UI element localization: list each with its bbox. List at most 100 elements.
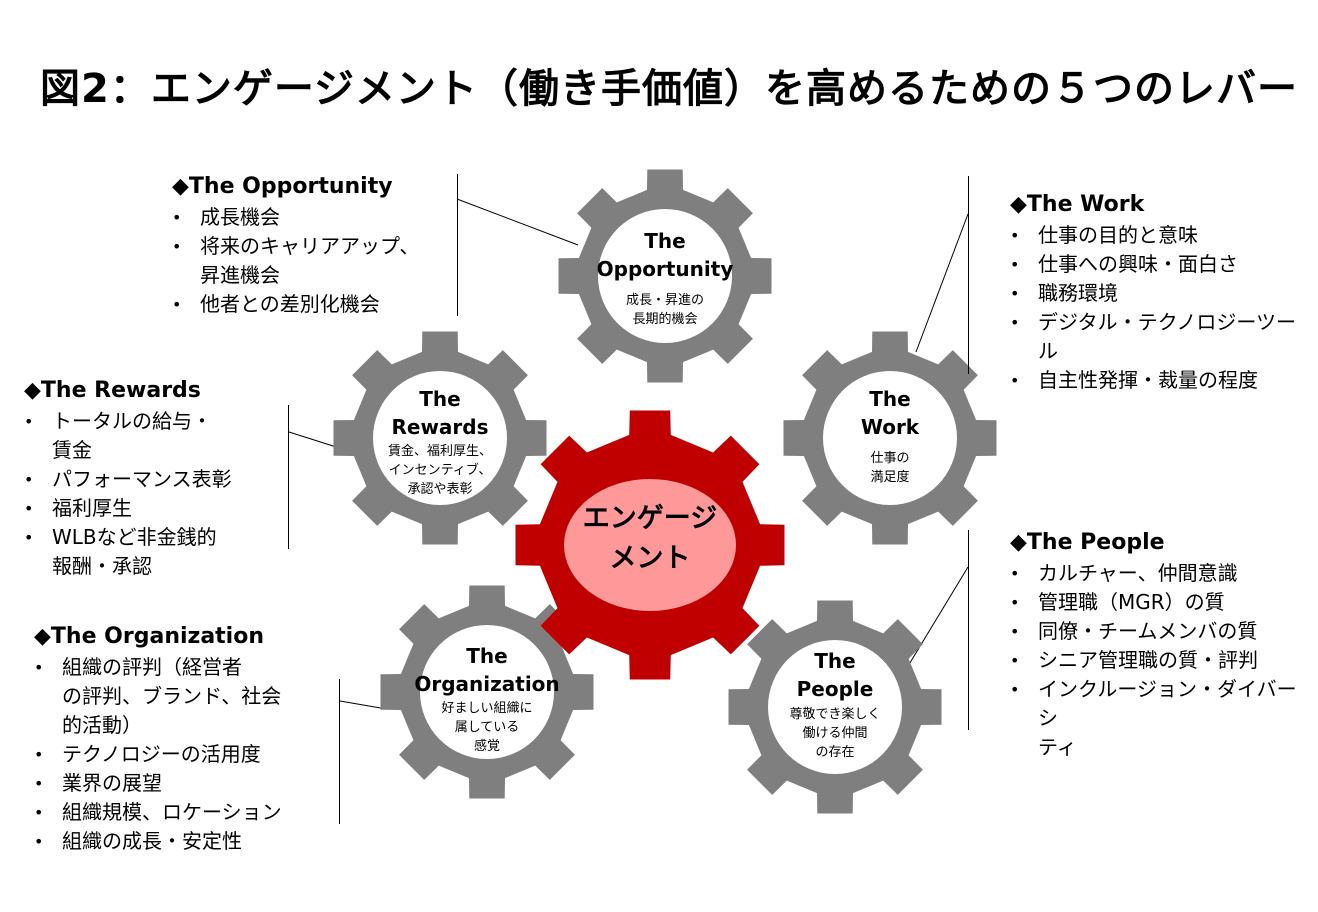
bullet-item: 管理職（MGR）の質 xyxy=(1010,588,1310,617)
connector-line xyxy=(901,566,969,677)
bullet-item: カルチャー、仲間意識 xyxy=(1010,559,1310,588)
center-label: エンゲージ xyxy=(583,503,717,534)
gear-subtitle: 賃金、福利厚生、 xyxy=(388,443,492,459)
bullet-text: シニア管理職の質・評判 xyxy=(1038,648,1258,672)
panel-list: トータルの給与・ 賃金パフォーマンス表彰福利厚生 WLBなど非金銭的 報酬・承認 xyxy=(24,407,284,581)
panel-list: 成長機会将来のキャリアアップ、 昇進機会他者との差別化機会 xyxy=(172,203,442,319)
bullet-text: 組織の評判（経営者 の評判、ブランド、社会 的活動） xyxy=(62,655,282,737)
gear-title: People xyxy=(797,677,874,701)
gear-subtitle: 好ましい組織に xyxy=(441,701,532,716)
panel-list: 組織の評判（経営者 の評判、ブランド、社会 的活動） テクノロジーの活用度業界の展… xyxy=(34,653,334,856)
gear-hole xyxy=(373,371,507,505)
panel-heading: ◆The Work xyxy=(1010,192,1145,217)
panel-work: ◆The Work 仕事の目的と意味仕事への興味・面白さ職務環境デジタル・テクノ… xyxy=(1010,192,1310,395)
gear-subtitle: 仕事の xyxy=(870,451,909,466)
bullet-item: 組織の評判（経営者 の評判、ブランド、社会 的活動） xyxy=(34,653,334,740)
bullet-item: 仕事への興味・面白さ xyxy=(1010,250,1310,279)
center-label: メント xyxy=(610,543,691,574)
bullet-item: インクルージョン・ダイバーシ ティ xyxy=(1010,675,1310,762)
gear-title: The xyxy=(814,649,855,673)
panel-organization: ◆The Organization 組織の評判（経営者 の評判、ブランド、社会 … xyxy=(34,624,334,856)
bullet-item: 成長機会 xyxy=(172,203,442,232)
connector-line xyxy=(456,198,579,246)
gear-subtitle: 属している xyxy=(455,720,520,735)
bullet-item: 自主性発揮・裁量の程度 xyxy=(1010,366,1310,395)
bracket-line-opportunity xyxy=(457,174,458,316)
bullet-text: デジタル・テクノロジーツール xyxy=(1038,310,1296,363)
bullet-item: 仕事の目的と意味 xyxy=(1010,221,1310,250)
bullet-item: シニア管理職の質・評判 xyxy=(1010,646,1310,675)
panel-list: 仕事の目的と意味仕事への興味・面白さ職務環境デジタル・テクノロジーツール自主性発… xyxy=(1010,221,1310,395)
bracket-line-organization xyxy=(339,679,340,824)
bullet-item: 福利厚生 xyxy=(24,494,284,523)
gear-subtitle: 満足度 xyxy=(870,469,909,485)
bullet-item: 他者との差別化機会 xyxy=(172,290,442,319)
panel-rewards: ◆The Rewards トータルの給与・ 賃金パフォーマンス表彰福利厚生 WLB… xyxy=(24,378,284,581)
gear-center xyxy=(515,410,785,680)
gear-subtitle: インセンティブ、 xyxy=(389,462,492,478)
gear-title: The xyxy=(644,229,685,253)
bullet-text: WLBなど非金銭的 報酬・承認 xyxy=(52,525,217,578)
page-title: 図2：エンゲージメント（働き手価値）を高めるための５つのレバー xyxy=(40,66,1299,112)
gear-subtitle: 感覚 xyxy=(474,738,500,754)
gear-subtitle: の存在 xyxy=(815,745,854,760)
gear-subtitle: 働ける仲間 xyxy=(802,726,867,741)
gear-title: Opportunity xyxy=(597,257,734,281)
gear-title: The xyxy=(419,387,460,411)
bullet-item: 組織の成長・安定性 xyxy=(34,827,334,856)
bullet-text: インクルージョン・ダイバーシ ティ xyxy=(1038,677,1297,759)
gear-title: Organization xyxy=(414,672,559,696)
bullet-text: テクノロジーの活用度 xyxy=(62,742,261,766)
center-gear-hole xyxy=(564,479,736,611)
bullet-text: 福利厚生 xyxy=(52,496,132,520)
gear-subtitle: 成長・昇進の xyxy=(626,293,704,308)
bullet-item: デジタル・テクノロジーツール xyxy=(1010,308,1310,366)
bullet-text: カルチャー、仲間意識 xyxy=(1038,561,1238,585)
bullet-item: トータルの給与・ 賃金 xyxy=(24,407,284,465)
gear-subtitle: 尊敬でき楽しく xyxy=(789,706,880,722)
bullet-text: 他者との差別化機会 xyxy=(200,292,380,316)
bracket-line-work xyxy=(968,176,969,374)
bullet-text: 仕事の目的と意味 xyxy=(1038,223,1198,247)
bullet-text: トータルの給与・ 賃金 xyxy=(52,409,212,462)
bullet-item: パフォーマンス表彰 xyxy=(24,465,284,494)
bullet-text: 組織規模、ロケーション xyxy=(62,800,282,824)
panel-list: カルチャー、仲間意識管理職（MGR）の質同僚・チームメンバの質シニア管理職の質・… xyxy=(1010,559,1310,762)
bullet-text: 仕事への興味・面白さ xyxy=(1038,252,1238,276)
bullet-item: WLBなど非金銭的 報酬・承認 xyxy=(24,523,284,581)
gear-subtitle: 承認や表彰 xyxy=(407,481,472,497)
bullet-item: 将来のキャリアアップ、 昇進機会 xyxy=(172,232,442,290)
connector-line xyxy=(339,700,387,710)
gear-opportunity xyxy=(558,169,772,383)
gear-title: Work xyxy=(861,415,920,439)
panel-heading: ◆The People xyxy=(1010,530,1165,555)
gear-hole xyxy=(598,209,732,343)
bullet-text: 将来のキャリアアップ、 昇進機会 xyxy=(200,234,420,287)
bullet-text: 組織の成長・安定性 xyxy=(62,829,242,853)
gear-work xyxy=(783,331,997,545)
bullet-text: パフォーマンス表彰 xyxy=(52,467,232,491)
bullet-item: 組織規模、ロケーション xyxy=(34,798,334,827)
bullet-item: 業界の展望 xyxy=(34,769,334,798)
bullet-text: 同僚・チームメンバの質 xyxy=(1038,619,1258,643)
gear-hole xyxy=(823,371,957,505)
bullet-item: テクノロジーの活用度 xyxy=(34,740,334,769)
bullet-text: 管理職（MGR）の質 xyxy=(1038,590,1225,614)
bullet-text: 成長機会 xyxy=(200,205,280,229)
panel-heading: ◆The Opportunity xyxy=(172,174,393,199)
panel-heading: ◆The Organization xyxy=(34,624,265,649)
gear-title: Rewards xyxy=(391,415,488,439)
bullet-text: 職務環境 xyxy=(1038,281,1118,305)
gear-hole xyxy=(420,625,554,759)
gear-rewards xyxy=(333,331,547,545)
panel-heading: ◆The Rewards xyxy=(24,378,201,403)
bullet-text: 自主性発揮・裁量の程度 xyxy=(1038,368,1258,392)
bullet-text: 業界の展望 xyxy=(62,771,162,795)
gear-hole xyxy=(768,640,902,774)
gear-title: The xyxy=(869,387,910,411)
bullet-item: 職務環境 xyxy=(1010,279,1310,308)
gear-organization xyxy=(380,585,594,799)
panel-people: ◆The People カルチャー、仲間意識管理職（MGR）の質同僚・チームメン… xyxy=(1010,530,1310,762)
